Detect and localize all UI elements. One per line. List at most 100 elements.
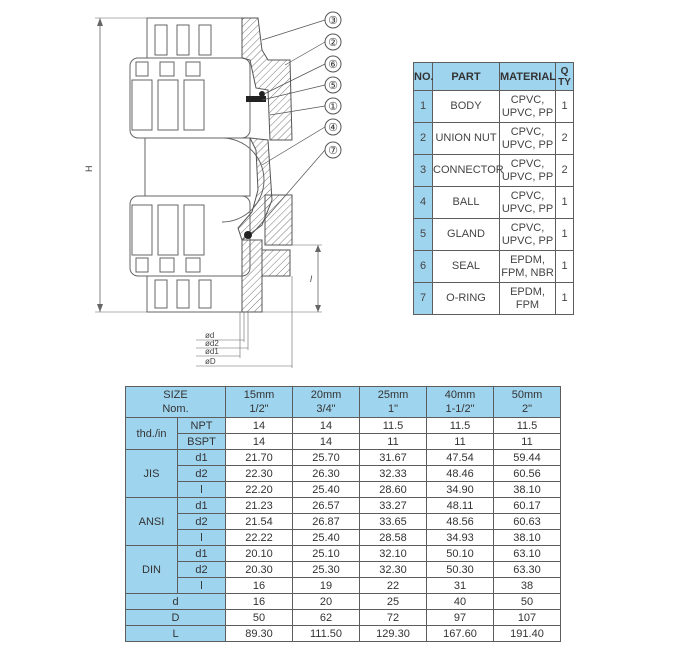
cell: 34.90 [426,481,494,498]
group-label: ANSI [125,497,178,546]
callout-3: ③ [261,11,342,41]
part-qty: 1 [555,282,574,315]
table-row: ANSI d1 21.23 26.57 33.27 48.11 60.17 [125,497,561,546]
svg-text:⑤: ⑤ [328,80,338,92]
cell: 14 [225,433,293,450]
table-row: d2 22.30 26.30 32.33 48.46 60.56 [126,465,561,482]
group-label: JIS [125,449,178,498]
cell: 25.40 [292,481,360,498]
callout-7: ⑦ [251,141,342,235]
row-label: d1 [177,449,226,466]
header-qty: Q TY [555,62,574,91]
cell: 34.93 [426,529,494,546]
part-name: BODY [432,90,500,123]
parts-table: NO. PART MATERIAL Q TY 1 BODY CPVC,UPVC,… [413,62,574,315]
cell: 26.87 [292,513,360,530]
cell: 11.5 [426,417,494,434]
cell: 14 [292,417,360,434]
part-material: CPVC,UPVC, PP [499,186,556,219]
row-label: d2 [177,465,226,482]
table-row: 1 BODY CPVC,UPVC, PP 1 [413,90,574,123]
part-material: CPVC,UPVC, PP [499,154,556,187]
cell: 21.70 [225,449,293,466]
cell: 14 [292,433,360,450]
part-no: 1 [413,90,433,123]
row-label: d [125,593,226,610]
part-material: EPDM,FPM [499,282,556,315]
part-name: O-RING [432,282,500,315]
cell: 25.10 [292,545,360,562]
table-row: 5 GLAND CPVC,UPVC, PP 1 [413,218,574,251]
callout-1: ① [269,97,342,116]
cell: 31 [426,577,494,594]
table-row: JIS d1 21.70 25.70 31.67 47.54 59.44 [125,449,561,498]
dim-label-H: H [84,166,94,173]
cell: 48.11 [426,497,494,514]
part-material: CPVC,UPVC, PP [499,218,556,251]
cell: 28.58 [359,529,427,546]
table-row: BSPT 14 14 11 11 11 [126,433,561,450]
table-row: d2 21.54 26.87 33.65 48.56 60.63 [126,513,561,530]
cell: 11 [359,433,427,450]
row-label: L [125,625,226,642]
cell: 19 [292,577,360,594]
cell: 62 [292,609,360,626]
cell: 21.23 [225,497,293,514]
cell: 107 [493,609,561,626]
table-row: l 16 19 22 31 38 [126,577,561,594]
part-material: CPVC,UPVC, PP [499,122,556,155]
cell: 89.30 [225,625,293,642]
cell: 50 [493,593,561,610]
cell: 22.20 [225,481,293,498]
table-row: 3 CONNECTOR CPVC,UPVC, PP 2 [413,154,574,187]
part-no: 7 [413,282,433,315]
row-label: l [177,577,226,594]
seal-rings [244,91,266,239]
part-material: EPDM,FPM, NBR [499,250,556,283]
cell: 40 [426,593,494,610]
part-no: 3 [413,154,433,187]
row-label: d1 [177,545,226,562]
cell: 33.27 [359,497,427,514]
cell: 72 [359,609,427,626]
part-no: 5 [413,218,433,251]
part-qty: 1 [555,186,574,219]
table-row: 7 O-RING EPDM,FPM 1 [413,282,574,315]
group-label: thd./in [125,417,178,450]
cell: 129.30 [359,625,427,642]
cell: 20.30 [225,561,293,578]
cell: 38.10 [493,481,561,498]
cell: 11.5 [493,417,561,434]
cell: 22.30 [225,465,293,482]
height-dimension [95,17,148,313]
cell: 63.10 [493,545,561,562]
row-label: d2 [177,513,226,530]
row-label: NPT [177,417,226,434]
cell: 20.10 [225,545,293,562]
part-no: 2 [413,122,433,155]
cell: 111.50 [292,625,360,642]
svg-text:⑥: ⑥ [328,59,338,71]
part-no: 6 [413,250,433,283]
row-label: d2 [177,561,226,578]
cell: 191.40 [493,625,561,642]
callout-4: ④ [261,118,342,166]
dim-label-D: øD [205,357,216,366]
table-row: d 16 20 25 40 50 [125,593,561,610]
cell: 167.60 [426,625,494,642]
cell: 16 [225,577,293,594]
cell: 11 [493,433,561,450]
diameter-dimensions [196,276,293,368]
cell: 48.56 [426,513,494,530]
table-row: d2 20.30 25.30 32.30 50.30 63.30 [126,561,561,578]
table-row: l 22.22 25.40 28.58 34.93 38.10 [126,529,561,546]
cell: 60.56 [493,465,561,482]
row-label: l [177,481,226,498]
cell: 25 [359,593,427,610]
cell: 50.30 [426,561,494,578]
callout-6: ⑥ [263,55,342,95]
